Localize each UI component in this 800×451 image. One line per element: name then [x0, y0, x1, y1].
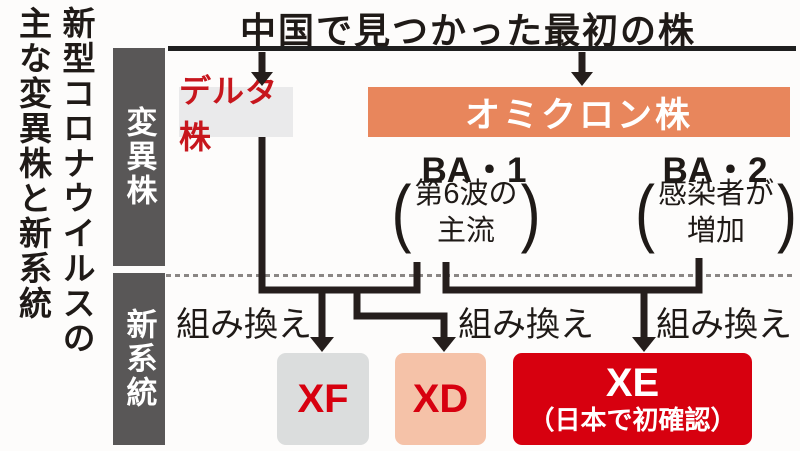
ba1-note-line1: 第6波の: [414, 178, 518, 210]
omicron-variant-label: オミクロン株: [464, 95, 693, 135]
ba2-note-line1: 感染者が: [657, 178, 774, 210]
ba2-note: ( 感染者が 増加 ): [634, 170, 798, 255]
page-title: 新型コロナウイルスの 主な変異株と新系統: [0, 6, 98, 446]
recombination-label-xf: 組み換え: [176, 307, 312, 344]
arrowhead-to-xe: [632, 337, 656, 352]
page-title-column-right: 新型コロナウイルスの: [58, 6, 95, 356]
omicron-variant-box: オミクロン株: [368, 87, 790, 137]
section-divider-dotted-line: [166, 274, 796, 277]
page-title-column-left: 主な変異株と新系統: [14, 6, 52, 321]
recombination-label-xe: 組み換え: [656, 307, 792, 344]
delta-variant-box: デルタ株: [179, 73, 293, 155]
ba1-note-close-paren: ): [520, 170, 541, 255]
arrowhead-origin-to-omicron: [571, 72, 593, 86]
section-label-new-lineages: 新系統: [121, 308, 157, 410]
origin-heading-underline: [168, 46, 796, 51]
xd-lineage-box: XD: [395, 353, 486, 445]
ba1-note-line2: 主流: [436, 215, 495, 247]
section-bar-new-lineages: 新系統: [113, 273, 165, 445]
ba1-note: ( 第6波の 主流 ): [380, 170, 552, 255]
section-bar-variants: 変異株: [113, 48, 165, 266]
arrowhead-to-xf: [310, 337, 334, 352]
ba2-note-line2: 増加: [686, 215, 745, 247]
ba1-note-text: 第6波の 主流: [411, 176, 520, 250]
xe-lineage-box: XE （日本で初確認）: [513, 353, 752, 445]
recombination-label-xd: 組み換え: [458, 307, 594, 344]
ba2-note-open-paren: (: [635, 170, 655, 255]
ba2-note-text: 感染者が 増加: [655, 176, 777, 250]
origin-strain-heading: 中国で見つかった最初の株: [240, 10, 697, 51]
ba2-label: BA・2: [662, 151, 768, 190]
section-label-variants: 変異株: [121, 106, 157, 208]
edge-to-xd: [353, 290, 448, 338]
xf-lineage-box: XF: [277, 353, 369, 445]
xf-label: XF: [297, 377, 349, 421]
ba1-note-open-paren: (: [391, 170, 412, 255]
delta-variant-label: デルタ株: [179, 73, 279, 155]
ba2-note-close-paren: ): [777, 170, 797, 255]
xe-label: XE: [605, 360, 660, 405]
xe-note: （日本で初確認）: [528, 404, 737, 435]
ba1-label: BA・1: [421, 151, 527, 190]
xd-label: XD: [412, 377, 469, 421]
arrowhead-to-xd: [432, 337, 456, 352]
